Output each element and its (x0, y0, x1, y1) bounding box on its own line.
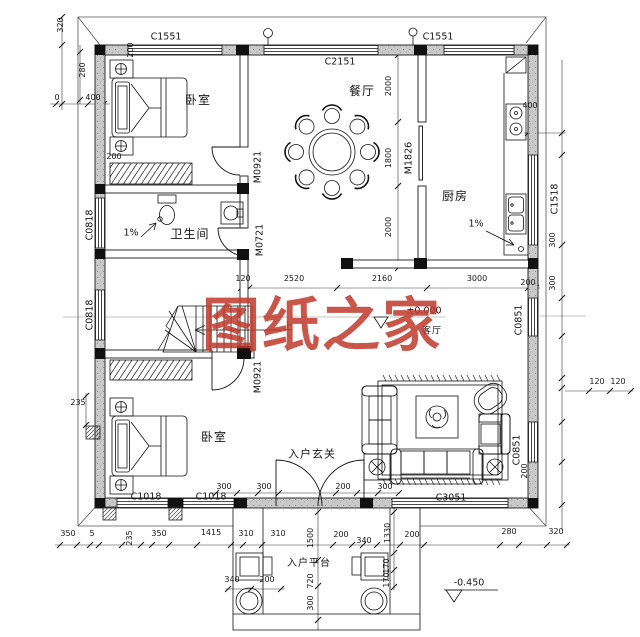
rug (377, 374, 503, 486)
sofa (390, 448, 484, 485)
dimension-lines (50, 17, 633, 630)
structural-columns (95, 45, 538, 508)
coffee-table (415, 395, 459, 439)
window-c0851-lower (528, 421, 538, 463)
kitchen-fixtures (485, 56, 528, 256)
window-c0851-upper (528, 297, 538, 337)
wardrobe (109, 162, 193, 185)
level-triangle (445, 589, 463, 603)
doors (211, 125, 423, 507)
wardrobe (109, 359, 193, 381)
furniture-living (361, 374, 511, 486)
window-c1551-right (443, 45, 515, 55)
watermark: 图纸之家 (201, 291, 443, 359)
exterior-pilasters (85, 425, 183, 521)
window-c1551-left (127, 45, 223, 55)
furniture-dining (284, 104, 380, 200)
window-c1518 (528, 154, 538, 246)
stove (505, 103, 527, 141)
stair-up-arrow (194, 325, 281, 335)
level-triangle (373, 316, 389, 329)
loveseat (361, 385, 398, 455)
entry-platform (232, 508, 421, 631)
nightstand (109, 475, 134, 495)
dining-table (308, 128, 356, 176)
door-m0921-bedroom1 (211, 146, 241, 176)
window-c1018-left (116, 498, 169, 508)
door-m0921-bedroom2 (211, 357, 245, 391)
sink (505, 193, 527, 235)
windows (95, 45, 538, 508)
end-table (363, 453, 391, 481)
bed (111, 77, 188, 138)
window-c0818-upper (95, 197, 105, 249)
end-table (481, 453, 509, 481)
window-c0818-lower (95, 289, 105, 341)
porch-column (351, 552, 389, 615)
armchair (478, 413, 511, 455)
toilet (157, 194, 177, 225)
window-c2151 (263, 45, 379, 55)
floor-drain (518, 246, 524, 252)
exterior-walls (94, 44, 539, 509)
lounge-chair (473, 382, 508, 415)
dining-chairs (284, 104, 380, 200)
staircase (157, 305, 281, 353)
window-c3051 (391, 498, 509, 508)
window-c1018-right (182, 498, 235, 508)
flue (505, 56, 527, 74)
floor-drain (157, 216, 163, 222)
furniture-bedroom-2 (109, 359, 193, 495)
counter (503, 73, 528, 256)
furniture-bedroom-1 (109, 59, 193, 185)
bed (111, 415, 188, 477)
porch-column (235, 552, 273, 615)
bathroom-fixtures (140, 194, 244, 238)
roof-eave-outline (77, 16, 547, 527)
door-m0721-bathroom (217, 227, 247, 257)
slope-arrow (140, 222, 157, 238)
washbasin (220, 201, 244, 225)
door-m1826-kitchen (418, 125, 423, 181)
elevation-markers (373, 316, 498, 603)
slope-arrow (485, 230, 515, 246)
roof-drains (263, 27, 418, 45)
